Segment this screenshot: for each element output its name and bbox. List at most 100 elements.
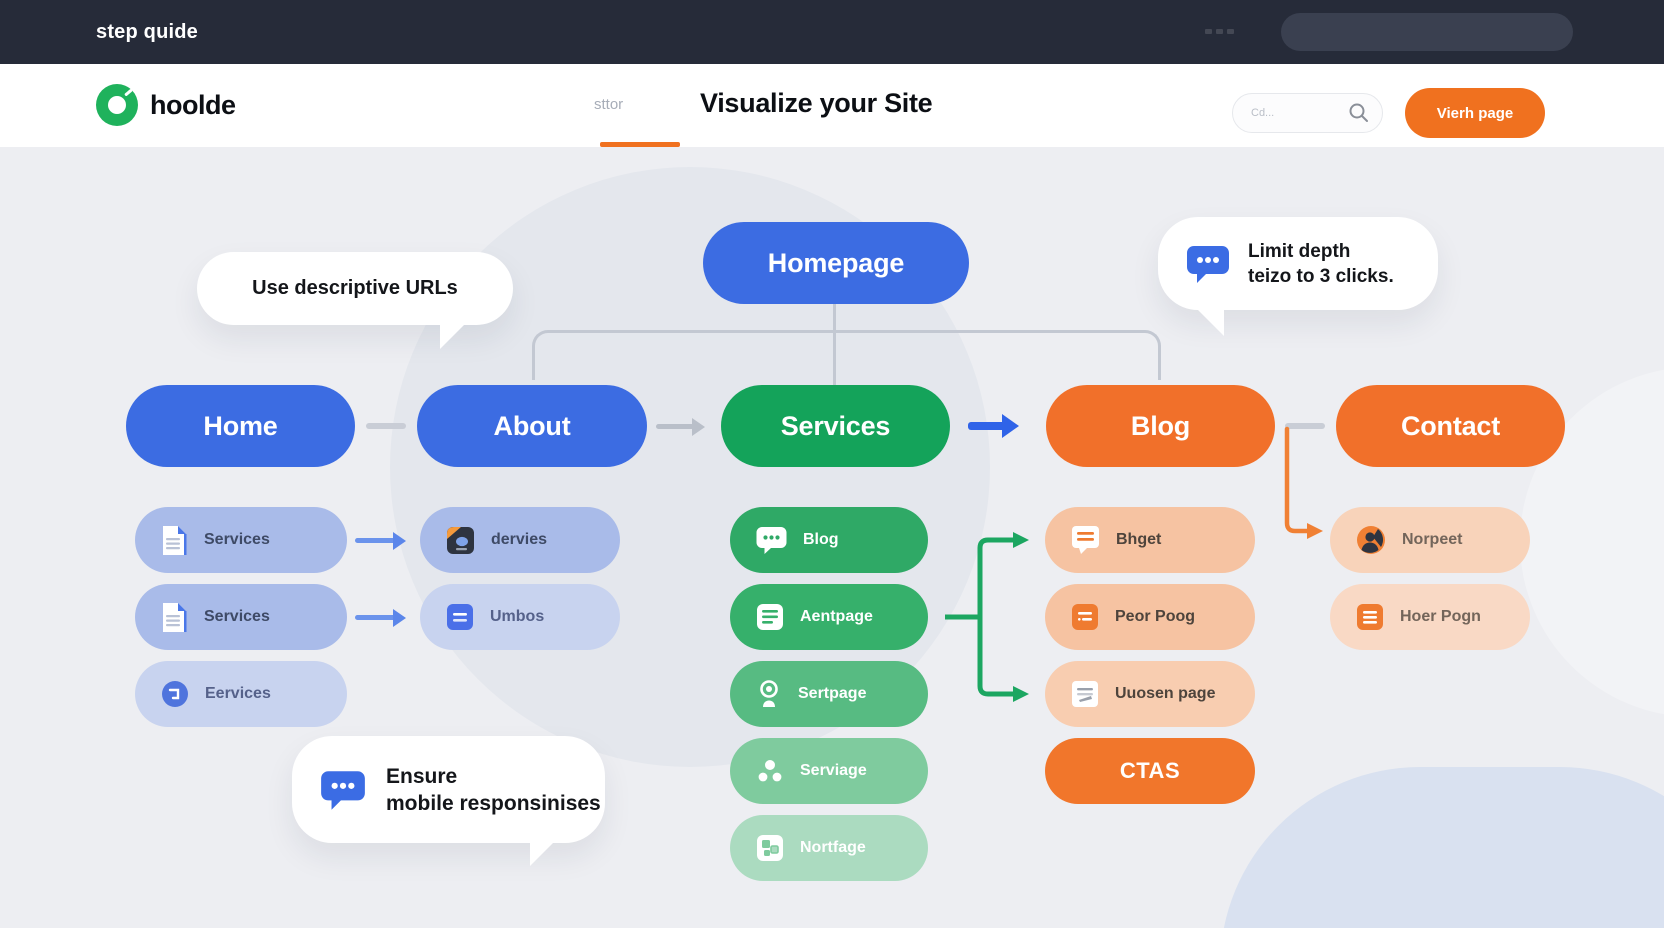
node-blog[interactable]: Blog <box>1046 385 1275 467</box>
magnifier-icon <box>1348 102 1370 124</box>
node-homepage[interactable]: Homepage <box>703 222 969 304</box>
node-about-child-1[interactable]: dervies <box>420 507 620 573</box>
node-services-child-2[interactable]: Aentpage <box>730 584 928 650</box>
node-label: Services <box>204 531 270 548</box>
arrow-head <box>393 532 406 550</box>
node-blog-child-4[interactable]: CTAS <box>1045 738 1255 804</box>
node-label: Contact <box>1400 410 1501 441</box>
document-app-icon <box>1356 603 1384 631</box>
tip-text: Use descriptive URLs <box>252 277 458 299</box>
node-about-child-2[interactable]: Umbos <box>420 584 620 650</box>
list-app-icon <box>446 603 474 631</box>
node-label: Homepage <box>767 247 905 278</box>
message-icon <box>1071 525 1100 555</box>
node-services-child-4[interactable]: Serviage <box>730 738 928 804</box>
node-label: Services <box>204 608 270 625</box>
node-label: Home <box>203 410 278 441</box>
node-blog-child-2[interactable]: Peor Poog <box>1045 584 1255 650</box>
grid-icon <box>756 834 784 862</box>
brand-logo-icon <box>96 84 138 126</box>
node-home-child-2[interactable]: Services <box>135 584 347 650</box>
bubble-tail <box>530 840 556 866</box>
nav-tab-underline <box>600 142 680 147</box>
topbar-faint-marks <box>1205 29 1234 34</box>
node-label: Peor Poog <box>1115 608 1196 625</box>
topbar-search-bar[interactable] <box>1281 13 1573 51</box>
node-blog-child-1[interactable]: Bhget <box>1045 507 1255 573</box>
node-contact-child-1[interactable]: Norpeet <box>1330 507 1530 573</box>
document-icon <box>161 525 188 556</box>
node-blog-child-3[interactable]: Uuosen page <box>1045 661 1255 727</box>
node-label: Eervices <box>205 685 271 702</box>
bubble-tail <box>1196 308 1224 336</box>
people-icon <box>756 758 784 784</box>
node-about[interactable]: About <box>417 385 647 467</box>
arrow-head <box>393 609 406 627</box>
header: hoolde sttor Visualize your Site Vierh p… <box>0 64 1664 147</box>
topbar: step quide <box>0 0 1664 64</box>
notes-icon <box>1071 680 1099 708</box>
node-label: CTAS <box>1119 758 1181 783</box>
node-label: Norpeet <box>1402 531 1463 548</box>
node-label: Bhget <box>1116 531 1162 548</box>
node-label: Hoer Pogn <box>1400 608 1481 625</box>
page-title: Visualize your Site <box>700 88 933 118</box>
webcam-icon <box>756 679 782 709</box>
document-lines-icon <box>756 603 784 631</box>
arrow-home-child-1 <box>355 538 397 543</box>
node-label: Nortfage <box>800 839 866 856</box>
node-label: About <box>493 410 571 441</box>
arrow-home-child-2 <box>355 615 397 620</box>
node-label: Blog <box>803 531 839 548</box>
view-page-button[interactable]: Vierh page <box>1405 88 1545 138</box>
node-label: Blog <box>1130 410 1191 441</box>
node-contact[interactable]: Contact <box>1336 385 1565 467</box>
node-home[interactable]: Home <box>126 385 355 467</box>
node-label: Services <box>780 410 891 441</box>
node-label: Serviage <box>800 762 867 779</box>
node-label: Aentpage <box>800 608 873 625</box>
link-icon <box>161 680 189 708</box>
connector-contact-child <box>1284 426 1323 539</box>
chat-bubble-icon <box>318 765 368 815</box>
homepage-branch-connector <box>532 330 1161 380</box>
connector-blog-contact <box>1285 423 1325 429</box>
node-services-child-3[interactable]: Sertpage <box>730 661 928 727</box>
brand-name: hoolde <box>150 89 236 120</box>
avatar-icon <box>1356 525 1386 555</box>
node-label: Uuosen page <box>1115 685 1216 702</box>
tip-bubble-urls: Use descriptive URLs <box>197 252 513 325</box>
node-services[interactable]: Services <box>721 385 950 467</box>
arrow-head <box>692 418 705 436</box>
feed-app-icon <box>1071 603 1099 631</box>
connector-services-blog-children <box>945 532 1029 702</box>
node-label: Umbos <box>490 608 545 625</box>
document-icon <box>161 602 188 633</box>
brand[interactable]: hoolde <box>96 84 236 126</box>
node-label: Sertpage <box>798 685 867 702</box>
chat-bubble-icon <box>1184 240 1232 288</box>
arrow-about-services <box>656 424 694 429</box>
node-home-child-1[interactable]: Services <box>135 507 347 573</box>
node-label: dervies <box>491 531 548 548</box>
search-input[interactable] <box>1251 107 1348 119</box>
node-services-child-1[interactable]: Blog <box>730 507 928 573</box>
connector-home-about <box>366 423 406 429</box>
node-home-child-3[interactable]: Eervices <box>135 661 347 727</box>
search-box[interactable] <box>1232 93 1383 133</box>
arrow-head <box>1002 414 1019 438</box>
node-services-child-5[interactable]: Nortfage <box>730 815 928 881</box>
bubble-tail <box>440 323 466 349</box>
topbar-title: step quide <box>96 21 199 43</box>
chat-bubble-icon <box>756 526 787 555</box>
image-app-icon <box>446 526 475 555</box>
arrow-services-blog <box>968 422 1006 430</box>
node-contact-child-2[interactable]: Hoer Pogn <box>1330 584 1530 650</box>
nav-tab[interactable]: sttor <box>594 96 624 113</box>
homepage-stem-connector <box>833 303 836 385</box>
